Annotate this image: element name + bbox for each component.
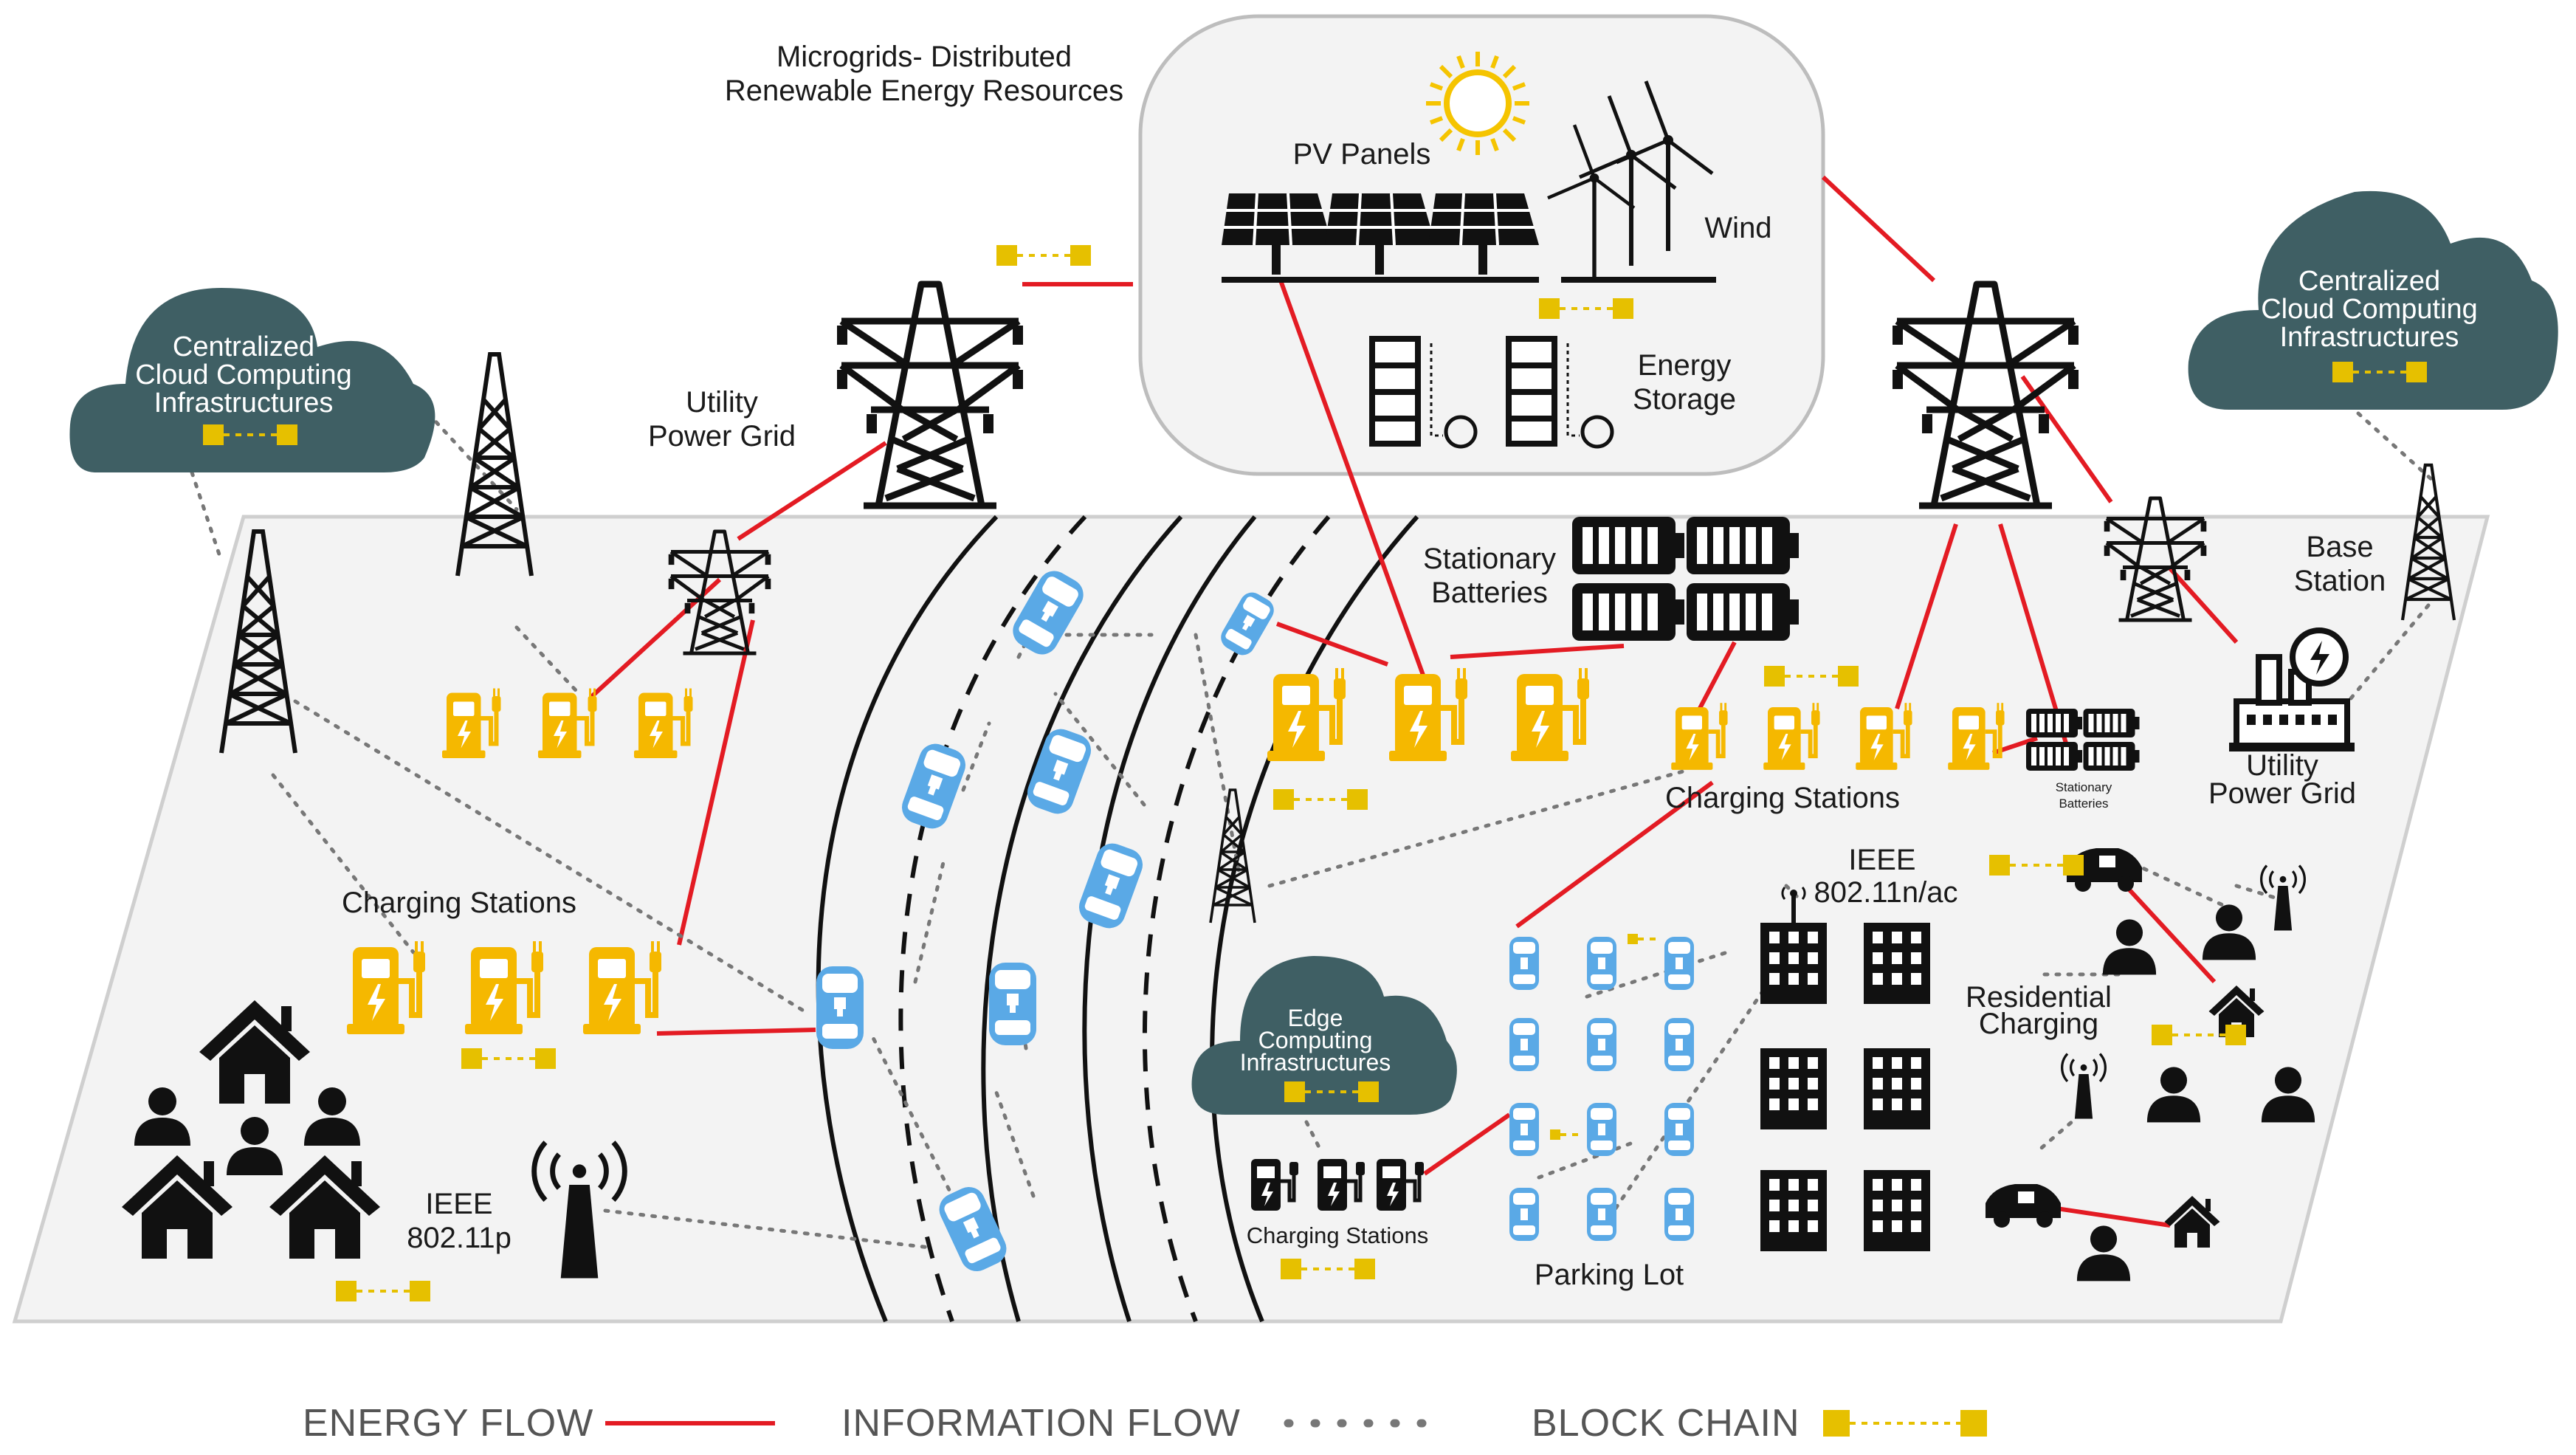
ieee-right-label-line2: 802.11n/ac [1814, 876, 1958, 909]
cloud-left-line3: Infrastructures [154, 388, 334, 419]
cloud-right [2188, 190, 2558, 410]
energy-storage-icon [1369, 336, 1614, 449]
charging-stations-small-black [1251, 1159, 1424, 1211]
base-station-label-line2: Station [2294, 565, 2386, 597]
energy-storage-label-line2: Storage [1633, 383, 1736, 416]
utility-grid-left-label-line2: Power Grid [648, 420, 796, 453]
car-side-icon [1986, 1184, 2061, 1228]
wind-turbines-icon [1548, 81, 1716, 283]
car-side-icon [2067, 848, 2142, 892]
wind-label: Wind [1704, 212, 1771, 244]
utility-grid-right-label-line1: Utility [2246, 749, 2318, 782]
legend-block-chain-swatch [1823, 1410, 1987, 1437]
stationary-batteries-small-label-line1: Stationary [2056, 780, 2112, 794]
charging-stations-lower-left [347, 941, 661, 1034]
stationary-batteries-small-label-line2: Batteries [2059, 797, 2108, 811]
cloud-left [69, 288, 435, 472]
charging-stations-center [1267, 668, 1589, 761]
blockchain-markers [202, 244, 2428, 1303]
pv-panels-label: PV Panels [1293, 138, 1431, 171]
utility-grid-left-label-line1: Utility [686, 386, 758, 419]
buildings-icon [1760, 887, 1930, 1251]
utility-grid-right-pylon-icon [1893, 284, 2079, 506]
legend-information-flow-label: INFORMATION FLOW [841, 1402, 1241, 1445]
microgrids-title-line1: Microgrids- Distributed [776, 41, 1072, 73]
cloud-right-line2: Cloud Computing [2261, 294, 2478, 325]
residential-icons [1986, 848, 2315, 1282]
charging-stations-left-label: Charging Stations [342, 887, 576, 919]
stationary-batteries-label-line2: Batteries [1431, 577, 1548, 609]
microgrids-title-line2: Renewable Energy Resources [725, 75, 1123, 107]
cloud-right-line3: Infrastructures [2280, 322, 2459, 353]
utility-grid-left-pylon-icon [837, 284, 1023, 506]
pv-panels-icon [1220, 192, 1540, 283]
cloud-left-line2: Cloud Computing [135, 360, 352, 391]
legend-block-chain-label: BLOCK CHAIN [1532, 1402, 1800, 1445]
cloud-edge-line1: Edge [1288, 1005, 1343, 1031]
legend-energy-flow-label: ENERGY FLOW [303, 1402, 593, 1445]
cloud-left-line1: Centralized [173, 331, 314, 362]
legend: ENERGY FLOW INFORMATION FLOW BLOCK CHAIN [303, 1402, 1987, 1445]
cloud-edge-line2: Computing [1258, 1027, 1373, 1053]
charging-stations-small-label: Charging Stations [1247, 1222, 1428, 1248]
cloud-edge-line3: Infrastructures [1240, 1049, 1391, 1076]
ieee-left-label-line2: 802.11p [407, 1222, 512, 1254]
base-station-label-line1: Base [2306, 531, 2373, 563]
ieee-left-label-line1: IEEE [425, 1188, 492, 1220]
charging-stations-upper-left [442, 689, 693, 759]
ieee-right-label-line1: IEEE [1848, 844, 1915, 876]
utility-grid-right-label-line2: Power Grid [2208, 777, 2356, 810]
road [816, 515, 1419, 1323]
energy-storage-label-line1: Energy [1638, 349, 1732, 382]
cloud-edge [1191, 956, 1457, 1115]
parking-lot-label: Parking Lot [1535, 1259, 1684, 1291]
residential-charging-label-line1: Residential [1966, 981, 2112, 1014]
cloud-right-line1: Centralized [2298, 266, 2440, 297]
stationary-batteries-label-line1: Stationary [1423, 543, 1556, 575]
residential-charging-label-line2: Charging [1979, 1008, 2098, 1040]
power-plant-icon [2229, 627, 2355, 751]
charging-stations-right-label: Charging Stations [1665, 782, 1900, 814]
sun-icon [1426, 52, 1529, 155]
